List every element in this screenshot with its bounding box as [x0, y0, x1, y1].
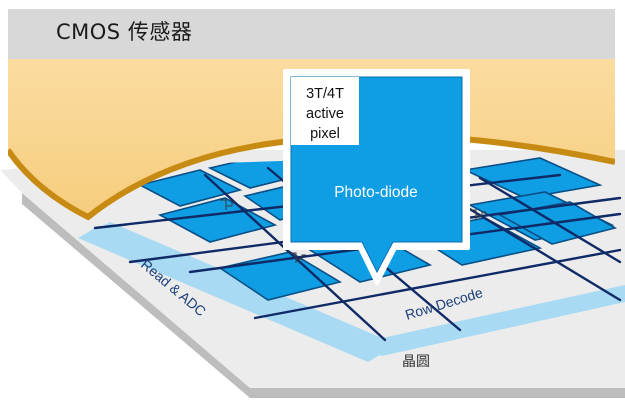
lens-edge [8, 132, 615, 221]
active-pixel-callout: 3T/4T active pixel Photo-diode [283, 69, 470, 285]
active-pixel-line-1: 3T/4T [306, 86, 344, 102]
column-wire [478, 176, 622, 264]
transistor-circuit-icon [290, 252, 306, 263]
active-pixel-header [291, 77, 359, 145]
active-pixel-line-3: pixel [310, 126, 340, 142]
pixel-cell [137, 169, 243, 207]
wafer-label: 晶圆 [402, 354, 430, 370]
row-wire [253, 248, 622, 320]
page-title: CMOS 传感器 [56, 20, 193, 44]
pixel-cell [157, 197, 278, 243]
row-decode-strip [92, 222, 625, 356]
title-bar [8, 9, 615, 59]
photo-diode-label: Photo-diode [334, 184, 418, 201]
active-pixel-line-2: active [306, 106, 344, 122]
transistor-circuit-icon [470, 209, 486, 220]
read-adc-strip [78, 228, 385, 362]
transistor-circuit-icon [220, 199, 236, 210]
